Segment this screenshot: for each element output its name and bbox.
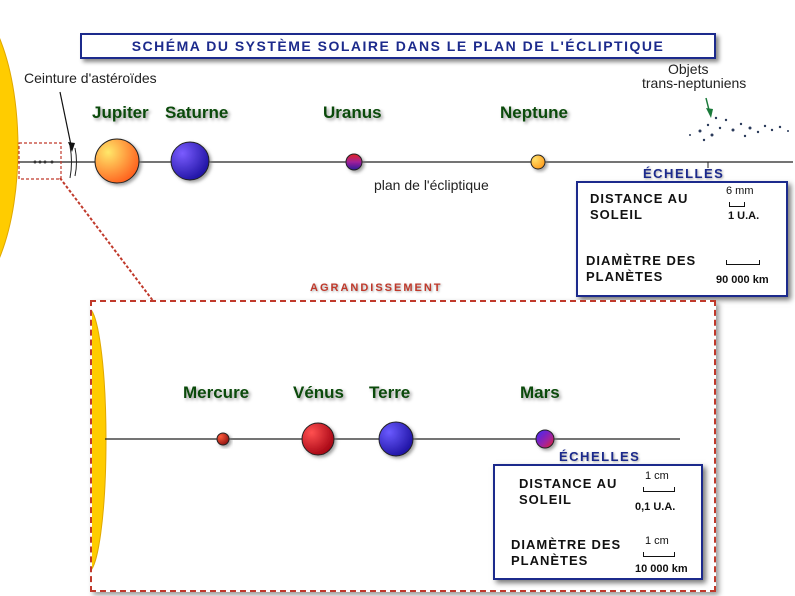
planet-neptune	[530, 154, 546, 170]
scale-zoom-distance-bar	[643, 487, 675, 492]
planet-mars-zoom	[535, 429, 555, 449]
scale-zoom-diameter-top: 1 cm	[645, 535, 669, 547]
planet-saturne	[170, 141, 210, 181]
tno-label-line1: Objets	[668, 61, 709, 77]
label-terre: Terre	[369, 383, 411, 402]
scale-main-distance-line2: SOLEIL	[590, 207, 643, 222]
label-uranus: Uranus	[323, 103, 382, 122]
label-saturne: Saturne	[165, 103, 229, 122]
planet-uranus	[345, 153, 363, 171]
scale-main-distance-line1: DISTANCE AU	[590, 191, 689, 206]
scale-main-diameter-line1: DIAMÈTRE DES	[586, 253, 697, 268]
scale-zoom-distance-line1: DISTANCE AU	[519, 476, 618, 491]
scale-main-diameter-line2: PLANÈTES	[586, 269, 664, 284]
scale-main-distance-bar	[729, 202, 745, 207]
ecliptic-label: plan de l'écliptique	[374, 177, 489, 193]
label-jupiter: Jupiter	[92, 103, 149, 122]
asteroid-belt-label: Ceinture d'astéroïdes	[24, 70, 157, 86]
scale-main-distance-top: 6 mm	[726, 185, 754, 197]
scale-main-diameter-bar	[726, 260, 760, 265]
label-mars: Mars	[520, 383, 560, 402]
scale-zoom-diameter-line2: PLANÈTES	[511, 553, 589, 568]
scale-zoom-distance-top: 1 cm	[645, 470, 669, 482]
zoom-canvas	[92, 310, 680, 570]
scale-main-distance-bottom: 1 U.A.	[728, 210, 760, 222]
scale-zoom-diameter-bar	[643, 552, 675, 557]
asteroid-belt-marks	[69, 145, 77, 179]
page-title: SCHÉMA DU SYSTÈME SOLAIRE DANS LE PLAN D…	[80, 33, 716, 59]
scale-zoom-box: DISTANCE AU SOLEIL 1 cm 0,1 U.A. DIAMÈTR…	[493, 464, 703, 580]
scale-zoom-diameter-line1: DIAMÈTRE DES	[511, 537, 622, 552]
sun-main	[0, 38, 19, 258]
tno-arrowhead	[706, 108, 713, 118]
scale-main-heading: ÉCHELLES	[643, 166, 725, 181]
label-mercure: Mercure	[183, 383, 250, 402]
scale-zoom-distance-line2: SOLEIL	[519, 492, 572, 507]
zoom-pointer-line	[59, 177, 161, 311]
inner-region-box	[18, 142, 62, 180]
zoom-label: AGRANDISSEMENT	[310, 282, 443, 294]
scale-zoom-diameter-bottom: 10 000 km	[635, 563, 688, 575]
planet-venus-zoom	[301, 422, 335, 456]
label-neptune: Neptune	[500, 103, 568, 122]
planet-terre-zoom	[378, 421, 414, 457]
scale-zoom-heading: ÉCHELLES	[559, 449, 641, 464]
trans-neptunian-dots	[689, 116, 789, 142]
asteroid-arrowhead	[68, 142, 75, 152]
planet-mercure-zoom	[216, 432, 230, 446]
scale-zoom-distance-bottom: 0,1 U.A.	[635, 501, 676, 513]
scale-main-diameter-bottom: 90 000 km	[716, 274, 769, 286]
planet-jupiter	[94, 138, 140, 184]
inner-planets-mini	[33, 160, 54, 164]
asteroid-arrow	[59, 91, 73, 151]
label-venus: Vénus	[293, 383, 345, 402]
tno-label-line2: trans-neptuniens	[642, 75, 747, 91]
scale-main-box: DISTANCE AU SOLEIL 6 mm 1 U.A. DIAMÈTRE …	[576, 181, 788, 297]
sun-zoom-inner	[92, 310, 107, 570]
